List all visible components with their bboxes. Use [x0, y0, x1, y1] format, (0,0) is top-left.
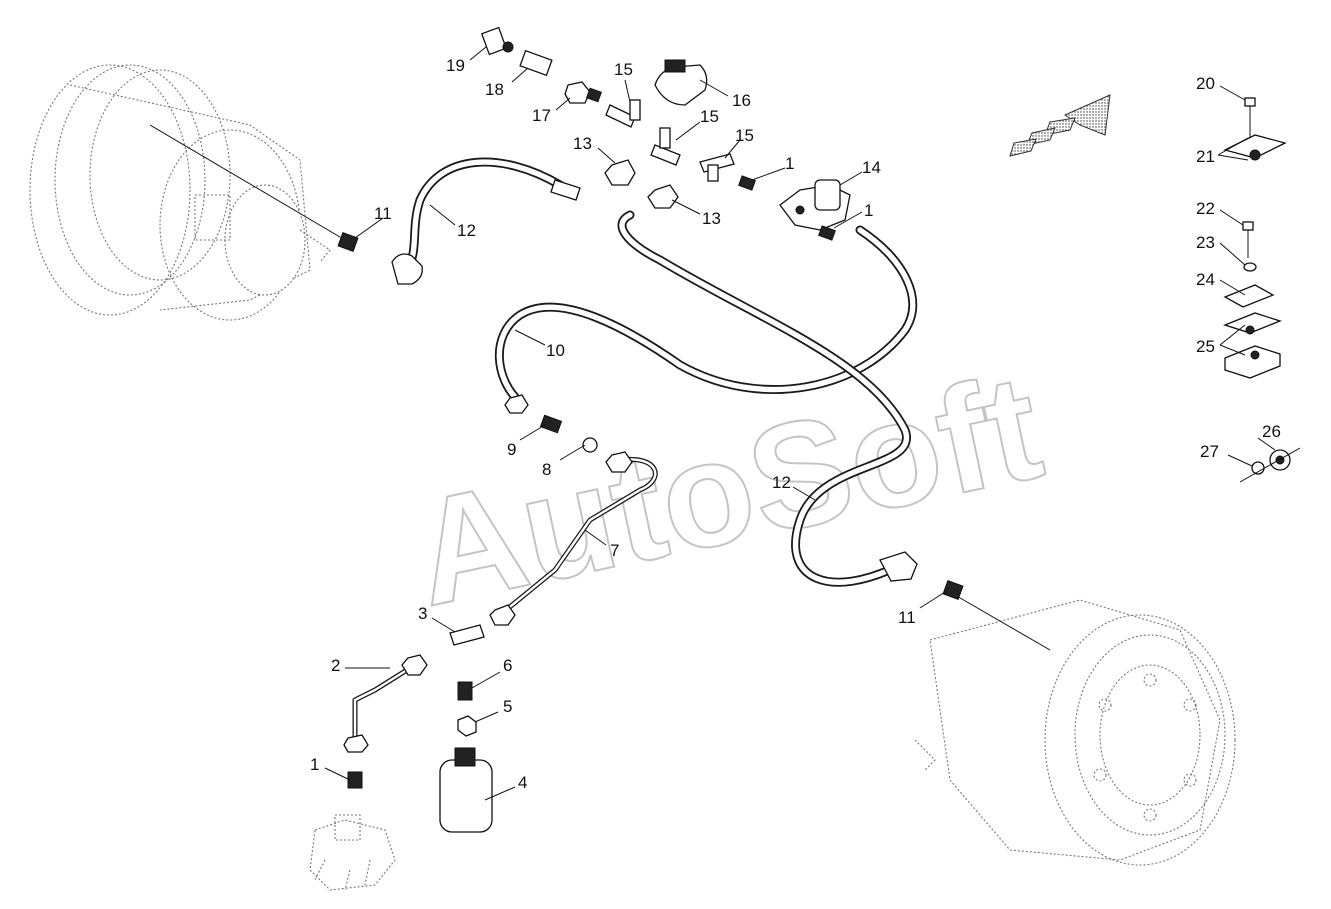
callout-23: 23 [1196, 233, 1215, 252]
callout-25: 25 [1196, 337, 1215, 356]
callout-2: 2 [331, 656, 340, 675]
right-axle-hub [914, 599, 1236, 866]
callout-19: 19 [446, 56, 465, 75]
callout-21: 21 [1196, 147, 1215, 166]
hose-12-upper [391, 157, 581, 285]
callout-11b: 11 [898, 608, 916, 627]
callout-13b: 13 [702, 209, 721, 228]
callout-9: 9 [507, 440, 516, 459]
callout-15a: 15 [614, 60, 633, 79]
callout-10: 10 [546, 341, 565, 360]
callout-7: 7 [610, 541, 619, 560]
callout-16: 16 [732, 91, 751, 110]
callout-3: 3 [418, 604, 427, 623]
callout-1a: 1 [785, 154, 794, 173]
callout-12b: 12 [772, 473, 791, 492]
callout-13a: 13 [573, 134, 592, 153]
callouts: 19 18 17 15 16 15 13 15 1 14 1 13 11 12 … [310, 56, 1281, 792]
callout-22: 22 [1196, 199, 1215, 218]
brake-valve-ghost [309, 814, 396, 891]
pipe-2 [352, 662, 418, 748]
callout-15c: 15 [735, 126, 754, 145]
callout-4: 4 [518, 773, 527, 792]
callout-18: 18 [485, 80, 504, 99]
hose-10 [494, 225, 918, 407]
callout-5: 5 [503, 697, 512, 716]
callout-12a: 12 [457, 221, 476, 240]
callout-8: 8 [542, 460, 551, 479]
leader-lines [324, 46, 1276, 801]
callout-15b: 15 [700, 107, 719, 126]
callout-1b: 1 [864, 201, 873, 220]
callout-14: 14 [862, 158, 881, 177]
forward-direction-arrow [1009, 94, 1111, 157]
left-axle-hub [29, 64, 331, 321]
fittings [337, 26, 1301, 833]
callout-17: 17 [532, 106, 551, 125]
callout-20: 20 [1196, 74, 1215, 93]
callout-24: 24 [1196, 270, 1215, 289]
pipe-7 [497, 456, 658, 618]
callout-11a: 11 [374, 204, 392, 223]
callout-1c: 1 [310, 755, 319, 774]
callout-6: 6 [503, 656, 512, 675]
callout-26: 26 [1262, 422, 1281, 441]
hose-12-lower [617, 210, 918, 587]
callout-27: 27 [1200, 442, 1219, 461]
